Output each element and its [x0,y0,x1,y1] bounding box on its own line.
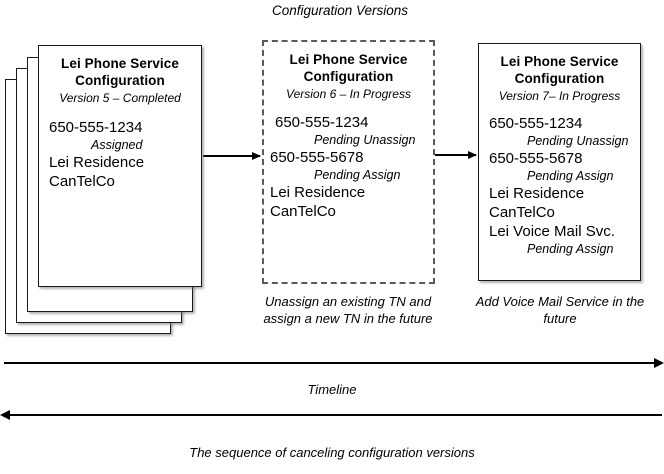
line-status: Pending Assign [527,169,614,183]
card-header-version-5: Lei Phone Service Configuration Version … [39,46,201,106]
line-status: Pending Assign [527,242,614,256]
config-card-version-7[interactable]: Lei Phone Service Configuration Version … [478,43,641,281]
line-status: Assigned [91,138,143,152]
diagram-title: Configuration Versions [271,3,409,18]
provider-name: CanTelCo [489,204,555,221]
phone-number: 650-555-1234 [489,115,583,132]
card-version-status: Version 6 – In Progress [286,87,411,101]
card-body-version-5: 650-555-1234 Assigned Lei Residence CanT… [39,118,201,191]
card-header-version-6: Lei Phone Service Configuration Version … [264,42,433,102]
card-title-line2: Configuration [303,69,394,84]
service-name: Lei Voice Mail Svc. [489,223,615,240]
line-status: Pending Unassign [527,134,629,148]
card-title-line2: Configuration [75,73,165,88]
account-name: Lei Residence [489,185,585,202]
arrow-version5-to-version6 [203,151,261,160]
phone-number: 650-555-5678 [270,149,364,166]
caption-version-7: Add Voice Mail Service in the future [475,294,645,326]
arrow-version6-to-version7 [428,150,477,159]
card-title-line1: Lei Phone Service [61,56,179,71]
phone-number: 650-555-5678 [489,150,583,167]
provider-name: CanTelCo [49,173,115,190]
caption-version-6: Unassign an existing TN and assign a new… [263,294,433,326]
card-body-version-7: 650-555-1234 Pending Unassign 650-555-56… [479,114,640,257]
phone-number: 650-555-1234 [49,119,143,136]
line-status: Pending Assign [314,168,401,182]
card-version-status: Version 5 – Completed [59,91,181,105]
card-title-line1: Lei Phone Service [500,54,619,69]
cancel-sequence-arrow-backward [0,410,662,420]
cancel-sequence-label: The sequence of canceling configuration … [189,445,475,460]
card-title-line1: Lei Phone Service [289,52,408,67]
card-body-version-6: 650-555-1234 Pending Unassign 650-555-56… [264,113,433,221]
card-version-status: Version 7– In Progress [498,89,621,103]
account-name: Lei Residence [270,184,366,201]
account-name: Lei Residence [49,154,145,171]
config-card-version-5[interactable]: Lei Phone Service Configuration Version … [38,45,202,287]
config-card-version-6[interactable]: Lei Phone Service Configuration Version … [262,40,435,284]
provider-name: CanTelCo [270,203,336,220]
phone-number: 650-555-1234 [275,114,369,131]
line-status: Pending Unassign [314,133,416,147]
card-title-line2: Configuration [514,71,605,86]
timeline-arrow-forward [4,358,664,368]
card-header-version-7: Lei Phone Service Configuration Version … [479,44,640,104]
timeline-label: Timeline [307,382,357,397]
